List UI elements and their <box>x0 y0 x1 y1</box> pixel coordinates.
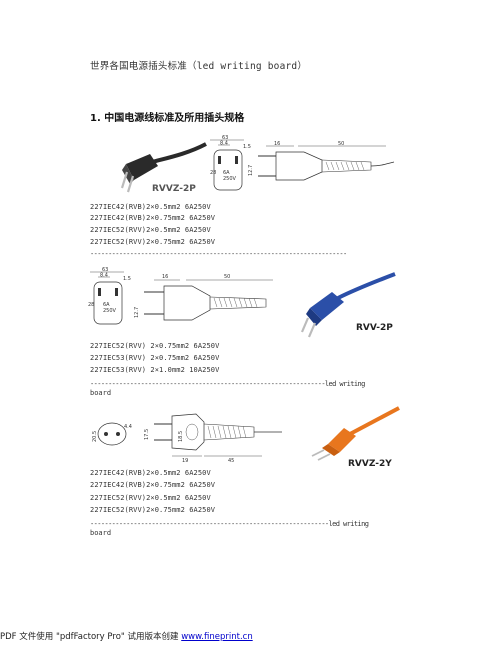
footer-link[interactable]: www.fineprint.cn <box>181 632 253 642</box>
spec-line: 227IEC52(RVV)2×0.5mm2 6A250V <box>90 226 211 234</box>
dim-label: 45 <box>228 458 234 464</box>
document-title: 世界各国电源插头标准（led writing board） <box>90 61 308 72</box>
dim-label: 4.4 <box>124 424 132 430</box>
dim-label: 63 <box>102 267 108 273</box>
spec-line: 227IEC52(RVV)2×0.75mm2 6A250V <box>90 238 216 246</box>
dim-label: 28 <box>88 302 94 308</box>
blue-plug-photo: RVV-2P <box>300 272 396 338</box>
plug-front-view-drawing-2: 63 8.4 1.5 28 6A 250V <box>88 267 131 325</box>
footer-text: PDF 文件使用 "pdfFactory Pro" 试用版本创建 <box>0 632 182 642</box>
plug-side-view-drawing-1: 16 50 12.7 <box>248 141 395 181</box>
separator-rule-wrap: board <box>90 529 112 537</box>
spec-line: 227IEC52(RVV)2×0.75mm2 6A250V <box>90 506 216 514</box>
dim-label: 1.5 <box>123 276 131 282</box>
dim-label: 16 <box>274 141 280 147</box>
dim-label: 19 <box>182 458 188 464</box>
spec-line: 227IEC53(RVV) 2×1.0mm2 10A250V <box>90 366 220 374</box>
dim-label: 12.7 <box>248 165 254 176</box>
plug-front-view-drawing-1: 63 8.4 1.5 28 6A 250V <box>210 135 251 191</box>
dim-label: 63 <box>222 135 228 141</box>
orange-plug-photo: RVVZ-2Y <box>311 406 400 469</box>
plug-side-view-drawing-3: 17.5 18.5 19 45 <box>144 413 282 464</box>
stamp-text: 250V <box>103 308 117 314</box>
dim-label: 16 <box>162 274 168 280</box>
stamp-text: 250V <box>223 176 237 182</box>
spec-line: 227IEC42(RVB)2×0.75mm2 6A250V <box>90 214 216 222</box>
section-heading-china: 1. 中国电源线标准及所用插头规格 <box>90 113 245 124</box>
separator-rule: ----------------------------------------… <box>90 380 365 388</box>
spec-line: 227IEC52(RVV) 2×0.75mm2 6A250V <box>90 342 220 350</box>
separator-rule: ----------------------------------------… <box>90 520 369 528</box>
spec-line: 227IEC42(RVB)2×0.5mm2 6A250V <box>90 469 211 477</box>
dim-label: 12.7 <box>134 307 140 318</box>
separator-rule-wrap: board <box>90 389 112 397</box>
spec-line: 227IEC52(RVV)2×0.5mm2 6A250V <box>90 494 211 502</box>
dim-label: 50 <box>338 141 344 147</box>
product-label-rvv-2p: RVV-2P <box>356 323 393 333</box>
product-label-rvvz-2y: RVVZ-2Y <box>348 459 392 469</box>
dim-label: 8.4 <box>220 141 228 147</box>
product-label-rvvz-2p: RVVZ-2P <box>152 184 196 194</box>
spec-line: 227IEC42(RVB)2×0.5mm2 6A250V <box>90 203 211 211</box>
dim-label: 8.4 <box>100 273 108 279</box>
black-plug-photo: RVVZ-2P <box>120 142 207 194</box>
stamp-text: 6A <box>223 170 230 176</box>
dim-label: 17.5 <box>144 429 150 440</box>
dim-label: 1.5 <box>243 144 251 150</box>
spec-line: 227IEC42(RVB)2×0.75mm2 6A250V <box>90 481 216 489</box>
plug-front-view-drawing-3: 20.5 4.4 <box>92 422 132 446</box>
spec-line: 227IEC53(RVV) 2×0.75mm2 6A250V <box>90 354 220 362</box>
plug-side-view-drawing-2: 16 50 12.7 <box>134 274 273 321</box>
pdf-footer: PDF 文件使用 "pdfFactory Pro" 试用版本创建 www.fin… <box>0 630 253 642</box>
dim-label: 20.5 <box>92 431 98 442</box>
stamp-text: 6A <box>103 302 110 308</box>
dim-label: 50 <box>224 274 230 280</box>
dim-label: 18.5 <box>178 431 184 442</box>
dim-label: 28 <box>210 170 216 176</box>
separator-rule: ----------------------------------------… <box>90 250 347 258</box>
